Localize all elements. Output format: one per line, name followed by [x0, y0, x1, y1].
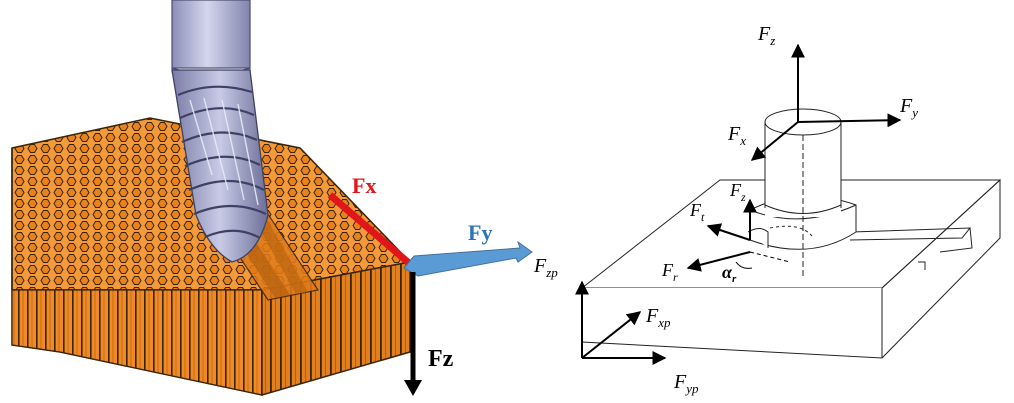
- right-figure-labels: Fz Fy Fx Fz Ft Fr αr Fzp Fxp Fyp: [533, 23, 918, 396]
- right-figure: [575, 43, 1002, 365]
- label-fyp: Fyp: [673, 371, 699, 396]
- label-fzp: Fzp: [533, 255, 558, 280]
- left-figure: Fx Fy Fz: [11, 0, 533, 396]
- fy-arrow: [403, 240, 533, 277]
- fy-axis: [797, 113, 902, 128]
- honeycomb-front-face-lower: [11, 289, 263, 396]
- label-fr: Fr: [661, 260, 678, 284]
- honeycomb-right-face: [261, 261, 411, 396]
- label-fz-top: Fz: [757, 23, 775, 48]
- end-mill-tool: [171, 0, 269, 263]
- label-ft: Ft: [689, 200, 705, 224]
- tool-helix-flutes: [177, 85, 267, 239]
- fz-label: Fz: [428, 346, 454, 372]
- fz-arrow-head: [404, 380, 422, 396]
- label-fy-top: Fy: [899, 95, 918, 120]
- ft-arrow: [706, 223, 751, 241]
- label-fxp: Fxp: [645, 305, 671, 330]
- tool-shank: [171, 0, 251, 69]
- fy-label: Fy: [468, 220, 492, 245]
- label-fz-cut: Fz: [729, 180, 746, 204]
- label-fx-top: Fx: [727, 123, 746, 148]
- fx-label: Fx: [352, 173, 376, 198]
- fr-arrow: [686, 251, 751, 272]
- base-plate-side: [881, 180, 1001, 359]
- fx-axis: [750, 121, 799, 161]
- fx-arrow: [327, 192, 413, 267]
- label-alpha: αr: [722, 262, 737, 285]
- fxp-axis: [581, 311, 642, 359]
